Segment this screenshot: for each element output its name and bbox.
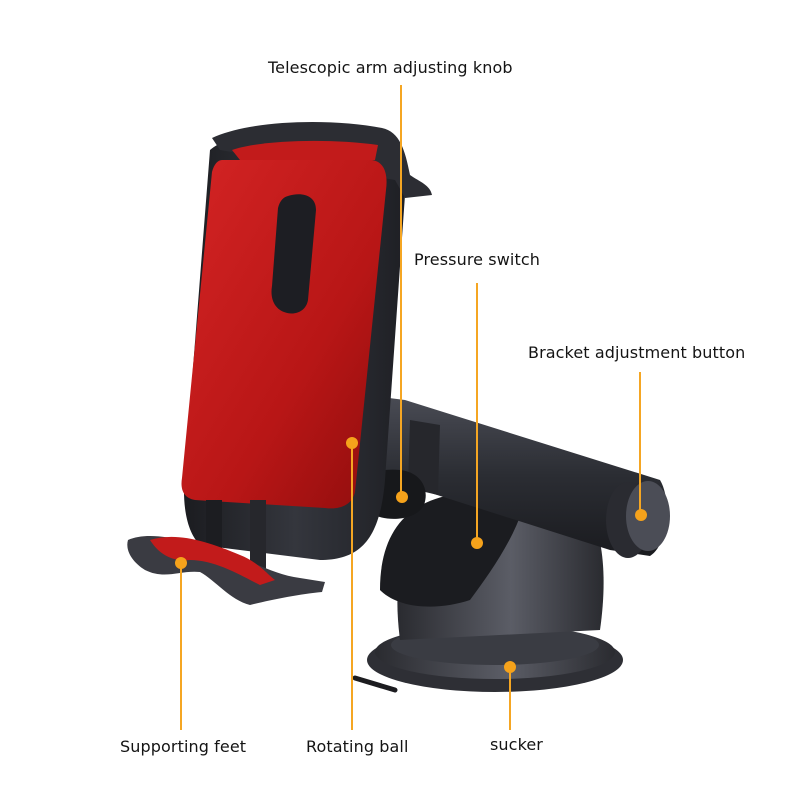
callout-dot-bracket-adjustment-button (635, 509, 647, 521)
callout-dot-telescopic-arm-knob (396, 491, 408, 503)
label-telescopic-arm-knob: Telescopic arm adjusting knob (268, 58, 513, 77)
leader-line-supporting-feet (180, 563, 182, 730)
leader-line-rotating-ball (351, 443, 353, 730)
label-rotating-ball: Rotating ball (306, 737, 409, 756)
label-bracket-adjustment-button: Bracket adjustment button (528, 343, 746, 362)
callout-dot-sucker (504, 661, 516, 673)
label-pressure-switch: Pressure switch (414, 250, 540, 269)
callout-dot-pressure-switch (471, 537, 483, 549)
label-sucker: sucker (490, 735, 543, 754)
leader-line-telescopic-arm-knob (400, 85, 402, 497)
leader-line-bracket-adjustment-button (639, 372, 641, 515)
leader-line-pressure-switch (476, 283, 478, 543)
callout-dot-rotating-ball (346, 437, 358, 449)
suction-base (352, 625, 623, 693)
label-supporting-feet: Supporting feet (120, 737, 247, 756)
leader-line-sucker (509, 667, 511, 730)
callout-dot-supporting-feet (175, 557, 187, 569)
